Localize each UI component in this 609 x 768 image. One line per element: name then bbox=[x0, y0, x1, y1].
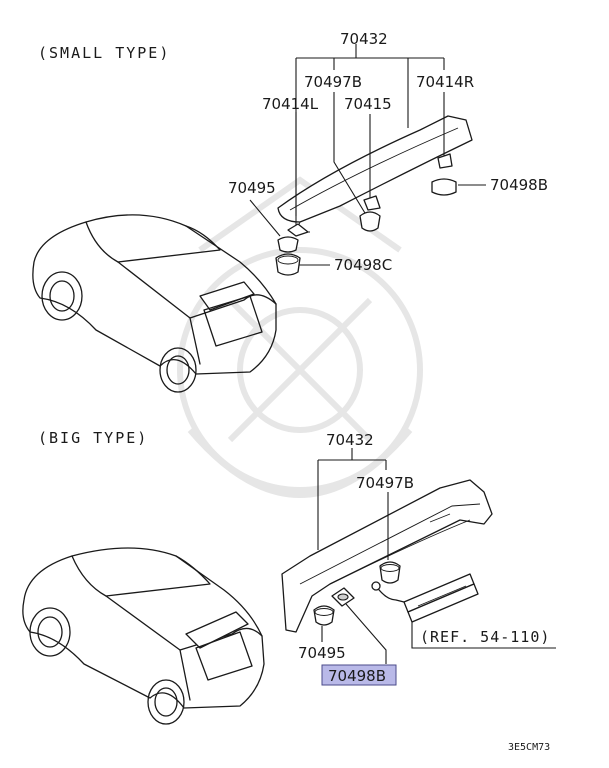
label-small-70414L[interactable]: 70414L bbox=[262, 95, 319, 113]
section-title-big: (BIG TYPE) bbox=[38, 429, 148, 447]
car-outline-big bbox=[22, 547, 265, 725]
watermark-emblem bbox=[177, 176, 423, 498]
label-small-70415[interactable]: 70415 bbox=[344, 95, 392, 113]
label-small-70498B[interactable]: 70498B bbox=[490, 176, 548, 194]
section-title-small: (SMALL TYPE) bbox=[38, 44, 170, 62]
label-small-70432[interactable]: 70432 bbox=[340, 30, 388, 48]
stop-lamp-assembly bbox=[371, 573, 479, 623]
label-big-70432[interactable]: 70432 bbox=[326, 431, 374, 449]
label-big-70495[interactable]: 70495 bbox=[298, 644, 346, 662]
spoiler-big bbox=[281, 479, 493, 633]
diagram-code: 3E5CM73 bbox=[508, 742, 550, 753]
label-small-70497B[interactable]: 70497B bbox=[304, 73, 362, 91]
label-big-70497B[interactable]: 70497B bbox=[356, 474, 414, 492]
leaders-small bbox=[249, 44, 486, 266]
label-small-70498C[interactable]: 70498C bbox=[334, 256, 392, 274]
reference-label[interactable]: (REF. 54-110) bbox=[420, 628, 550, 646]
label-small-70495[interactable]: 70495 bbox=[228, 179, 276, 197]
fasteners-big bbox=[313, 561, 401, 626]
highlight-box bbox=[321, 664, 397, 686]
car-outline-small bbox=[32, 214, 277, 393]
label-small-70414R[interactable]: 70414R bbox=[416, 73, 474, 91]
label-big-70498B-highlighted[interactable]: 70498B bbox=[328, 667, 386, 685]
fasteners-small bbox=[275, 153, 457, 276]
leaders-big bbox=[317, 448, 556, 664]
